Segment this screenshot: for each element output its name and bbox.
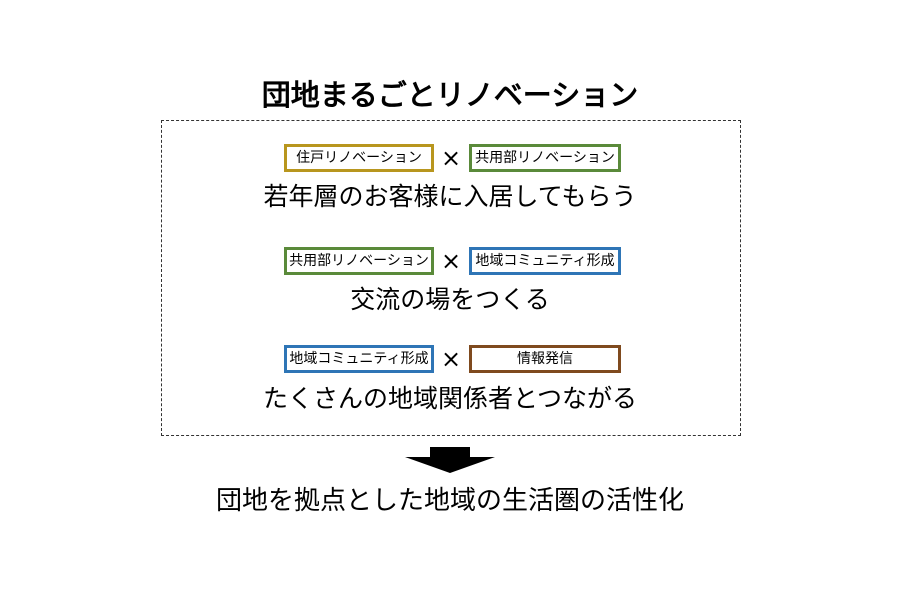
row-outcome: 交流の場をつくる (350, 285, 550, 314)
tag-community: 地域コミュニティ形成 (469, 247, 621, 275)
down-arrow-icon (405, 447, 495, 473)
row-outcome: 若年層のお客様に入居してもらう (263, 182, 637, 211)
tag-community: 地域コミュニティ形成 (284, 345, 434, 373)
tag-common-renovation: 共用部リノベーション (284, 247, 434, 275)
row-outcome: たくさんの地域関係者とつながる (262, 384, 637, 413)
tag-information: 情報発信 (469, 345, 621, 373)
times-sign: × (440, 247, 462, 275)
times-sign: × (440, 345, 462, 373)
tag-common-renovation: 共用部リノベーション (469, 144, 621, 172)
dashed-container (161, 120, 741, 436)
tag-dwelling-renovation: 住戸リノベーション (284, 144, 434, 172)
result-text: 団地を拠点とした地域の生活圏の活性化 (215, 486, 684, 516)
diagram-title: 団地まるごとリノベーション (261, 78, 639, 112)
times-sign: × (440, 144, 462, 172)
